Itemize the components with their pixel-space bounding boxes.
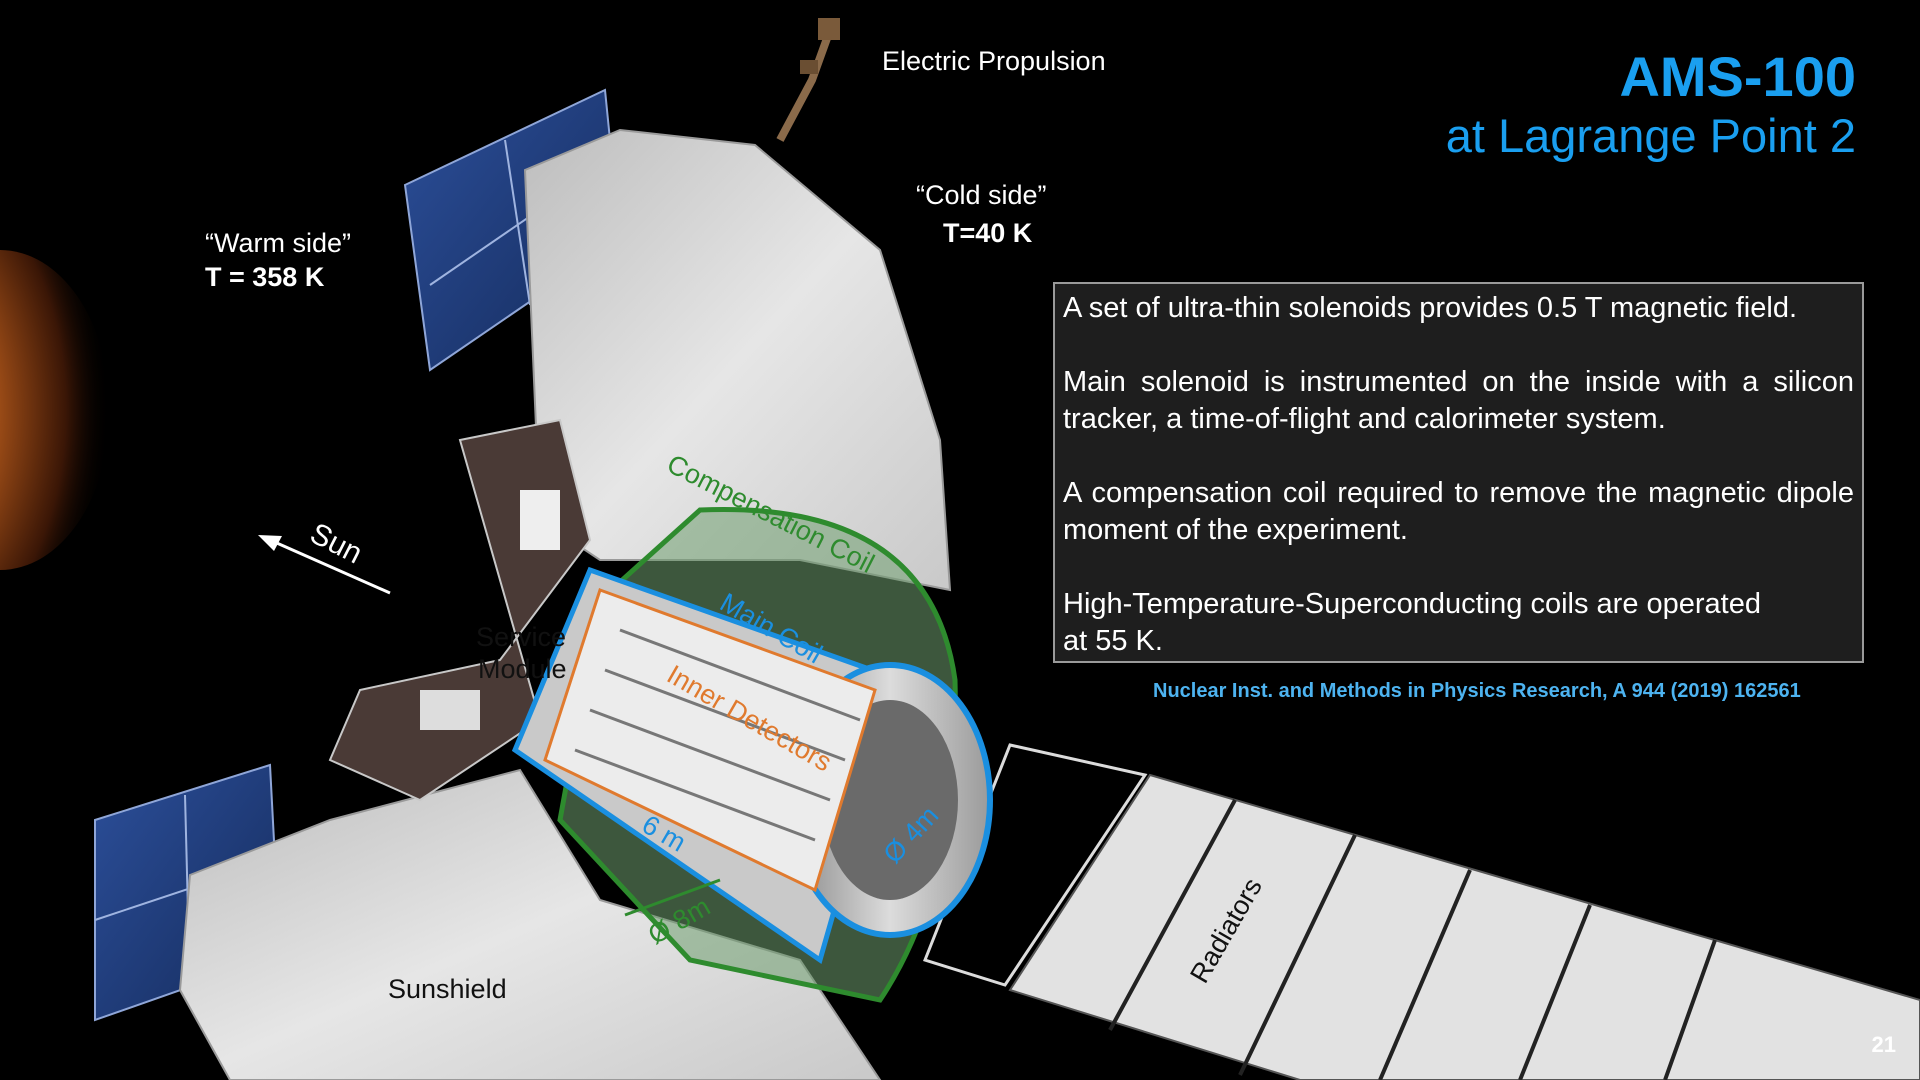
sun-glow [0, 250, 110, 570]
service-module [328, 418, 592, 802]
info-paragraph-1: A set of ultra-thin solenoids provides 0… [1063, 292, 1798, 324]
warm-side-temp: T = 358 K [205, 262, 325, 292]
reference-citation: Nuclear Inst. and Methods in Physics Res… [1153, 680, 1801, 702]
page-number: 21 [1871, 1032, 1896, 1057]
info-paragraph-4a: High-Temperature-Superconducting coils a… [1063, 588, 1761, 620]
electric-propulsion-boom [776, 18, 840, 142]
electric-propulsion-label: Electric Propulsion [882, 46, 1106, 76]
info-paragraph-4b: at 55 K. [1063, 625, 1163, 657]
service-module-label-2: Module [478, 654, 567, 684]
info-paragraph-4: High-Temperature-Superconducting coils a… [1063, 586, 1854, 660]
sunshield-label: Sunshield [388, 974, 507, 1004]
inner-detectors [543, 588, 877, 893]
radiators [923, 743, 1920, 1080]
info-paragraph-3: A compensation coil required to remove t… [1063, 477, 1854, 546]
cold-side-label: “Cold side” [916, 180, 1047, 210]
sun-label: Sun [305, 517, 368, 571]
warm-side-label: “Warm side” [205, 228, 351, 258]
service-module-label-1: Service [476, 622, 567, 652]
info-paragraph-2: Main solenoid is instrumented on the ins… [1063, 366, 1854, 435]
slide-title: AMS-100 [1619, 45, 1856, 108]
diameter-outer-marker [624, 878, 721, 917]
slide-subtitle: at Lagrange Point 2 [1445, 109, 1856, 162]
info-box: A set of ultra-thin solenoids provides 0… [1053, 282, 1864, 663]
cold-side-temp: T=40 K [943, 218, 1033, 248]
sun-direction-arrow [258, 535, 391, 595]
